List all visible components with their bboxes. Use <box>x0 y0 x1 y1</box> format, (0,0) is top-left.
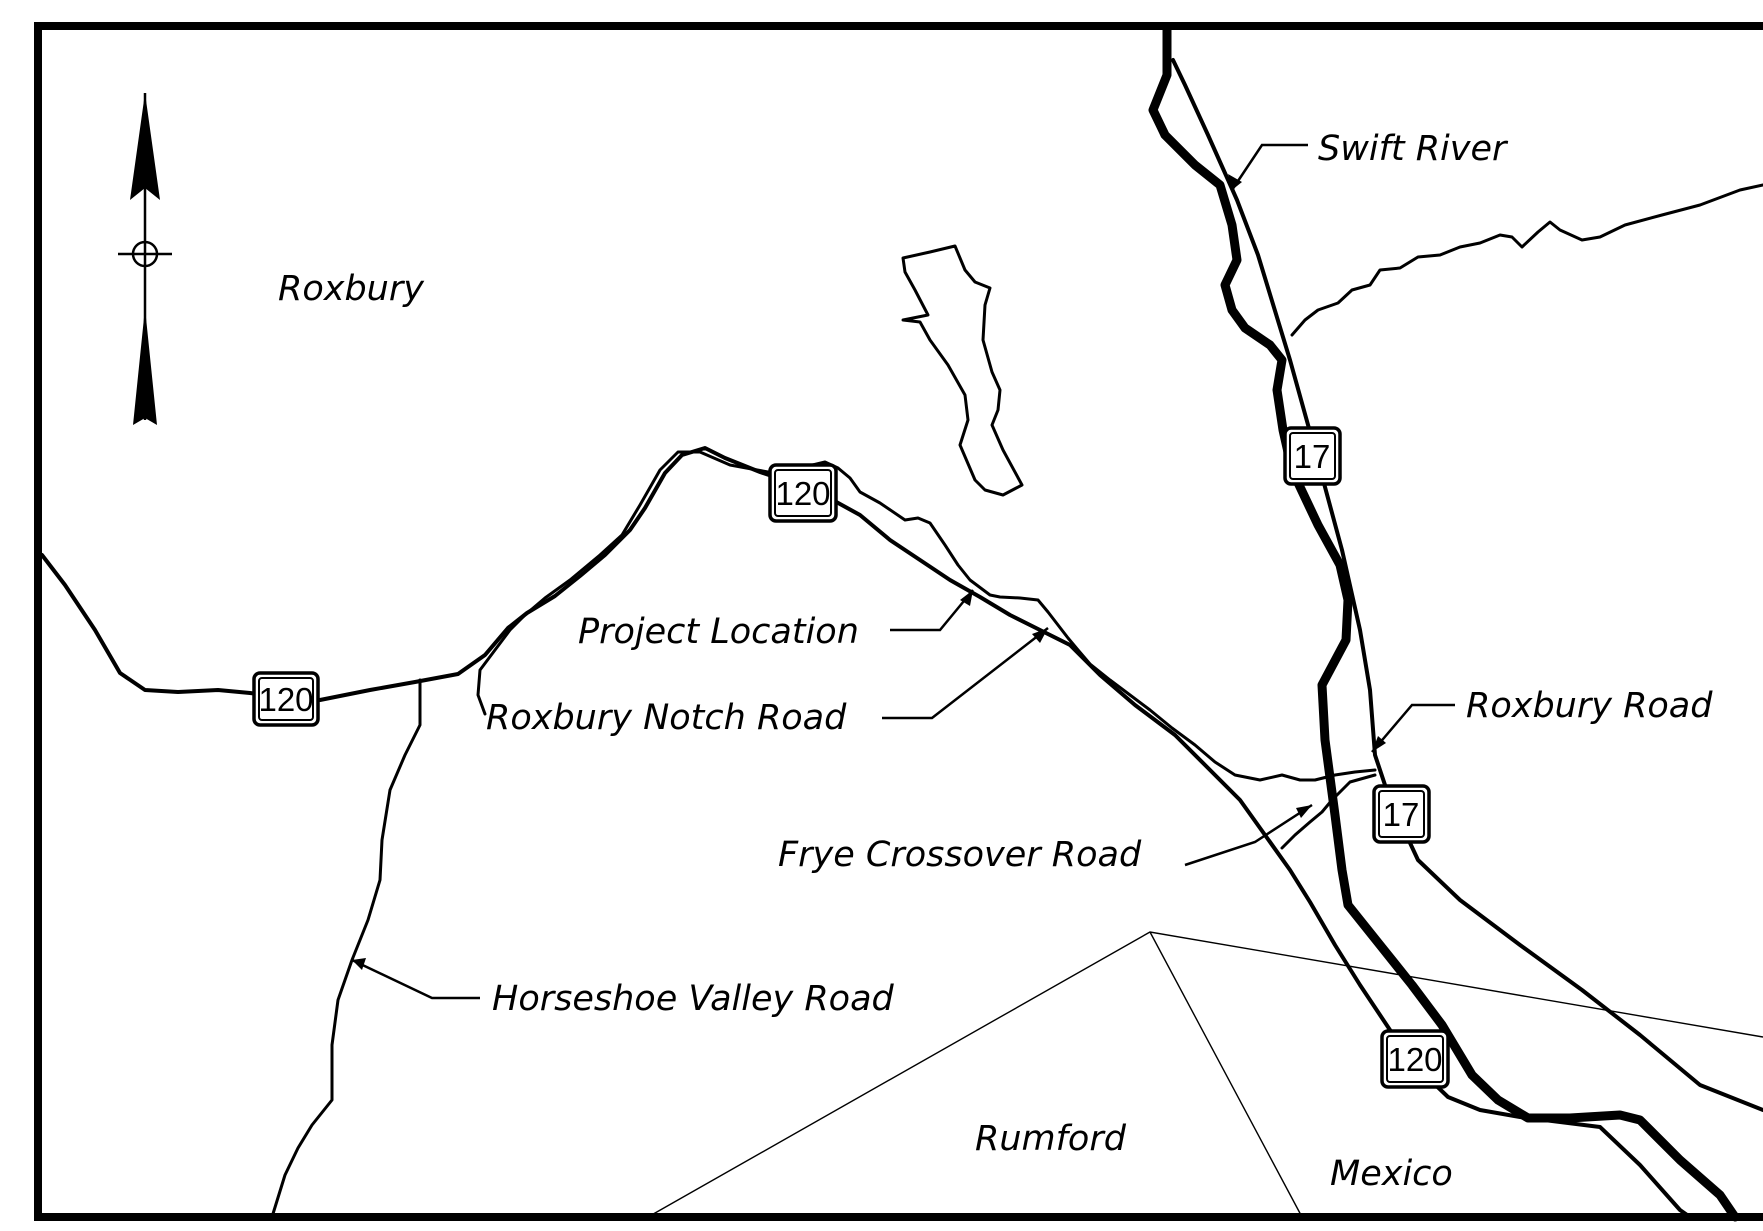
town-label-rumford: Rumford <box>975 1119 1127 1159</box>
roxbury-road-leader <box>1371 703 1455 753</box>
label-roxbury-notch-road: Roxbury Notch Road <box>486 698 847 738</box>
route-120-road <box>40 446 1692 1219</box>
project-location-leader <box>890 589 974 632</box>
route-120-south-label: 120 <box>1387 1041 1442 1078</box>
roxbury-notch-road <box>476 450 1377 782</box>
frye-crossover-road-leader <box>1184 803 1313 867</box>
route-17-road <box>1171 58 1763 1112</box>
label-frye-crossover-road: Frye Crossover Road <box>778 835 1142 875</box>
label-swift-river: Swift River <box>1318 129 1509 169</box>
leader-lines <box>351 143 1455 1000</box>
town-label-roxbury: Roxbury <box>278 269 425 309</box>
label-horseshoe-valley-road: Horseshoe Valley Road <box>492 979 895 1019</box>
north-arrow-icon <box>118 93 172 425</box>
town-label-mexico: Mexico <box>1330 1154 1453 1194</box>
horseshoe-valley-road-leader <box>351 958 480 1000</box>
route-17-shield-north: 17 <box>1283 426 1342 486</box>
route-17-north-label: 17 <box>1294 438 1331 475</box>
label-project-location: Project Location <box>578 612 859 652</box>
route-120-shield-south: 120 <box>1380 1029 1450 1089</box>
horseshoe-valley-road <box>270 678 422 1219</box>
map-frame <box>34 22 1763 1221</box>
route-120-notch-label: 120 <box>775 475 830 512</box>
roxbury-road <box>1290 183 1763 337</box>
boundary-line-rumford-mexico <box>1149 931 1303 1218</box>
frye-crossover-road <box>1280 773 1377 850</box>
route-17-south-label: 17 <box>1383 796 1420 833</box>
route-120-west-label: 120 <box>258 681 313 718</box>
swift-river-leader <box>1230 143 1308 191</box>
label-roxbury-road: Roxbury Road <box>1466 686 1713 726</box>
boundary-line-north <box>647 931 1763 1218</box>
pond <box>901 244 1024 497</box>
route-120-shield-west: 120 <box>252 671 320 727</box>
route-120-shield-notch: 120 <box>768 463 838 523</box>
roxbury-notch-road-leader <box>882 627 1049 720</box>
town-boundaries <box>647 931 1763 1218</box>
route-17-shield-south: 17 <box>1372 784 1431 844</box>
